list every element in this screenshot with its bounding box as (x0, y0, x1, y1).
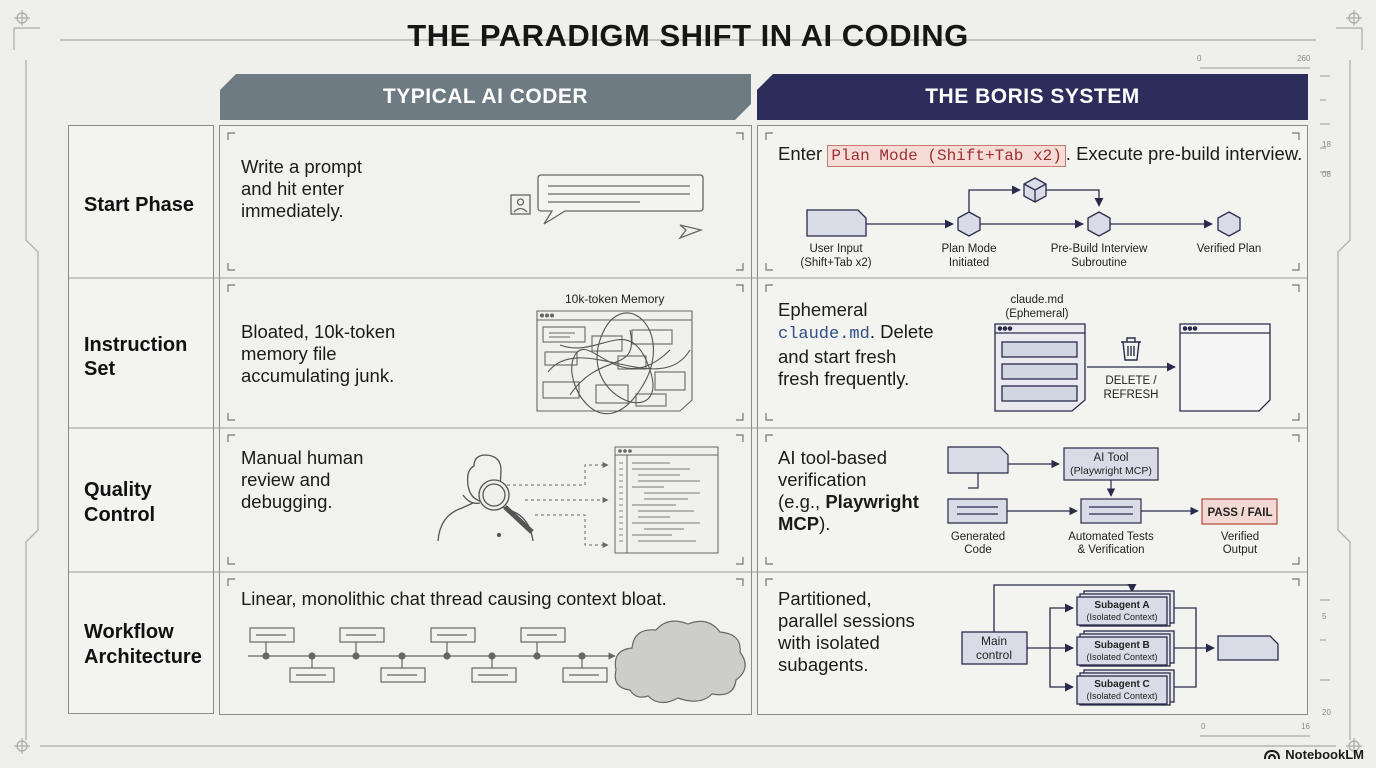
column-header-typical: TYPICAL AI CODER (220, 74, 751, 120)
text-line: Write a prompt (241, 156, 362, 177)
text-line: accumulating junk. (241, 365, 395, 386)
page-title: THE PARADIGM SHIFT IN AI CODING (407, 18, 969, 53)
text-line: memory file (241, 343, 337, 364)
text-line: Ephemeral (778, 299, 868, 320)
scale-mark: 18 (1322, 140, 1331, 149)
row-label-column (68, 125, 214, 714)
plan-mode-code: Plan Mode (Shift+Tab x2) (827, 145, 1066, 167)
text-line: and hit enter (241, 178, 344, 199)
row-label-quality-2: Control (84, 504, 156, 526)
text-fragment: Playwright (825, 491, 919, 512)
row-label-quality-1: Quality (84, 479, 152, 501)
text-fragment: MCP (778, 513, 820, 534)
scale-mark: 16 (1301, 722, 1310, 731)
text-fragment: Enter (778, 143, 828, 164)
text-line: and start fresh (778, 346, 897, 367)
text-line: with isolated (778, 632, 880, 653)
text-line: Bloated, 10k-token (241, 321, 396, 342)
brand-text: NotebookLM (1285, 747, 1364, 762)
boris-instruction-text: Ephemeral claude.md. Delete and start fr… (778, 299, 934, 390)
typical-workflow-text: Linear, monolithic chat thread causing c… (241, 588, 667, 609)
text-fragment: (e.g., (778, 491, 826, 512)
text-fragment: . Delete (869, 321, 934, 342)
text-line: parallel sessions (778, 610, 915, 631)
row-label-workflow-1: Workflow (84, 621, 174, 643)
memory-diagram-label: 10k-token Memory (565, 292, 665, 306)
text-line: debugging. (241, 491, 333, 512)
text-line: fresh frequently. (778, 368, 910, 389)
text-fragment: . Execute pre-build interview. (1065, 143, 1303, 164)
scale-mark: 0 (1201, 722, 1206, 731)
column-header-boris: THE BORIS SYSTEM (757, 74, 1308, 120)
text-line: Manual human (241, 447, 364, 468)
text-line: subagents. (778, 654, 869, 675)
notebooklm-logo-icon (1264, 749, 1281, 760)
text-line: review and (241, 469, 331, 490)
row-label-instruction-1: Instruction (84, 334, 188, 356)
text-fragment: ). (819, 513, 831, 534)
text-line: Partitioned, (778, 588, 872, 609)
text-line: verification (778, 469, 867, 490)
scale-mark: 0 (1197, 54, 1202, 63)
typical-start-text: Write a prompt and hit enter immediately… (241, 156, 362, 222)
row-label-start: Start Phase (84, 194, 195, 216)
scale-mark: 20 (1322, 708, 1331, 717)
claude-md-code: claude.md (778, 325, 870, 344)
row-label-instruction-2: Set (84, 358, 116, 380)
text-line: immediately. (241, 200, 344, 221)
scale-mark: 260 (1297, 54, 1311, 63)
boris-quality-text: AI tool-based verification (e.g., Playwr… (778, 447, 919, 535)
text-line: AI tool-based (778, 447, 888, 468)
scale-mark: 08 (1322, 170, 1331, 179)
typical-quality-text: Manual human review and debugging. (241, 447, 363, 513)
boris-workflow-text: Partitioned, parallel sessions with isol… (778, 588, 915, 676)
row-label-workflow-2: Architecture (84, 646, 202, 668)
notebooklm-brand: NotebookLM (1264, 747, 1364, 762)
scale-mark: 5 (1322, 612, 1327, 621)
boris-start-text: Enter Plan Mode (Shift+Tab x2). Execute … (778, 143, 1302, 167)
typical-instruction-text: Bloated, 10k-token memory file accumulat… (241, 321, 395, 387)
